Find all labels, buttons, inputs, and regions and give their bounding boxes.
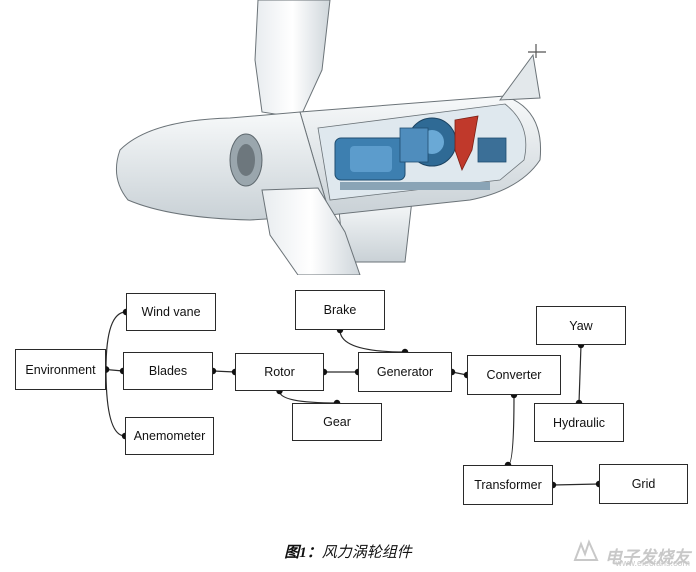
node-label: Gear [323,415,351,429]
figure-caption-text: 风力涡轮组件 [321,545,412,561]
node-yaw: Yaw [536,306,626,345]
node-transformer: Transformer [463,465,553,505]
watermark-logo-icon [573,539,599,561]
node-rotor: Rotor [235,353,324,391]
connector-converter-transformer [507,394,515,466]
figure-label: 图1： [284,545,322,561]
watermark-url: www.elecfans.com [615,558,690,568]
node-label: Grid [631,477,656,491]
connector-environment-blades [105,368,124,372]
wind-turbine-illustration [115,0,546,275]
connector-brake-generator [339,329,406,353]
watermark-name: 电子发烧友 [605,548,690,567]
node-generator: Generator [358,352,452,392]
node-label: Rotor [264,365,295,379]
node-label: Converter [486,368,542,382]
node-wind-vane: Wind vane [126,293,216,331]
connector-blades-rotor [212,370,236,373]
node-label: Generator [376,365,434,379]
node-label: Transformer [474,478,542,492]
node-environment: Environment [15,349,106,390]
watermark: 电子发烧友 www.elecfans.com [571,536,690,568]
node-blades: Blades [123,352,213,390]
connector-transformer-grid [552,483,600,486]
node-gear: Gear [292,403,382,441]
connector-rotor-gear [278,390,338,404]
node-label: Environment [25,362,96,377]
node-label: Brake [323,303,357,317]
node-label: Blades [148,364,188,378]
node-hydraulic: Hydraulic [534,403,624,442]
figure-caption: 图1：风力涡轮组件 [0,541,696,562]
node-grid: Grid [599,464,688,504]
connector-yaw-hydraulic [578,344,582,404]
node-brake: Brake [295,290,385,330]
node-label: Wind vane [141,305,201,319]
node-label: Hydraulic [552,415,606,430]
node-converter: Converter [467,355,561,395]
node-label: Anemometer [133,429,206,443]
node-label: Yaw [569,318,593,333]
node-anemometer: Anemometer [125,417,214,455]
connector-generator-converter [451,371,468,376]
